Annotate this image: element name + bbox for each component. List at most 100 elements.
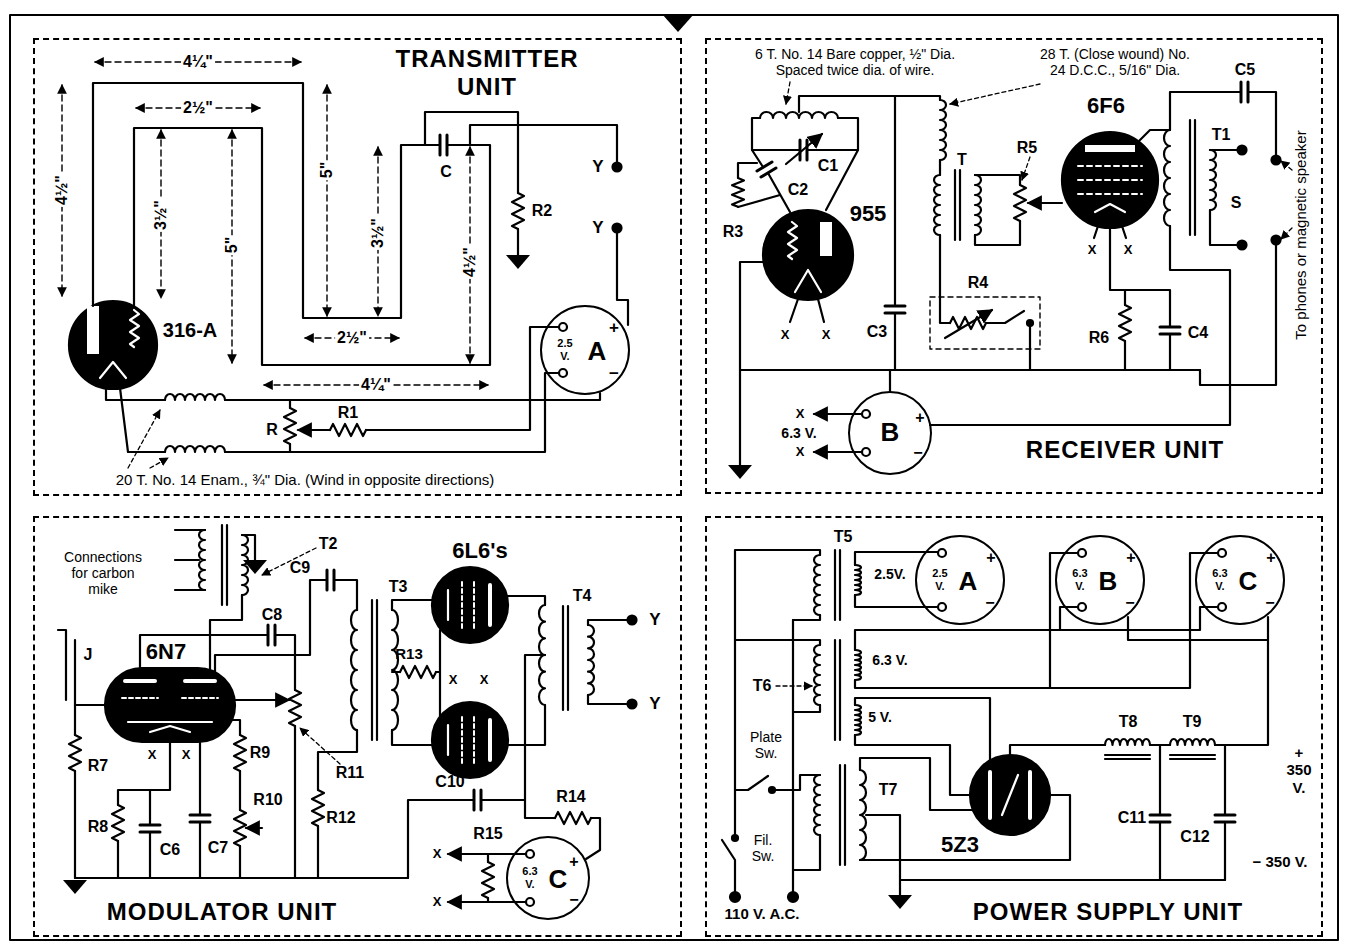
unit-title: RECEIVER UNIT <box>1026 436 1224 464</box>
socket-letter: C <box>1239 567 1258 597</box>
part-label-anchor: R8 <box>88 818 108 836</box>
part-label-anchor: X <box>822 328 831 343</box>
part-label-anchor: R11 <box>336 764 364 782</box>
part-label-anchor: − <box>1125 594 1134 612</box>
part-label-anchor: C9 <box>290 559 310 577</box>
part-label: X <box>796 445 805 460</box>
dimension-label-anchor: 3½" <box>369 216 387 250</box>
tube-socket: 6.3 V.C <box>1195 535 1285 625</box>
unit-title-anchor: RECEIVER UNIT <box>1026 436 1224 464</box>
part-label-anchor: C12 <box>1180 828 1209 846</box>
part-label: R2 <box>532 202 552 220</box>
socket-letter-anchor: A <box>959 567 978 597</box>
part-label: 6.3 V. <box>872 652 907 668</box>
part-label-anchor: + <box>1126 549 1135 567</box>
dimension-label-anchor: 5" <box>223 235 241 255</box>
part-label-anchor: 20 T. No. 14 Enam., ¾" Dia. (Wind in opp… <box>116 471 495 488</box>
part-label-anchor: R12 <box>326 809 355 827</box>
part-label: T4 <box>573 587 592 605</box>
part-label: + <box>986 549 995 567</box>
part-label-anchor: X <box>480 673 489 688</box>
part-label: − 350 V. <box>1253 853 1308 870</box>
dimension-label: 4½" <box>53 173 71 207</box>
part-label-anchor: + <box>609 318 619 338</box>
part-label-anchor: 6.3 V. <box>781 425 816 441</box>
part-label-anchor: C1 <box>818 157 838 175</box>
tube-socket: B <box>848 391 932 475</box>
part-label: + <box>1126 549 1135 567</box>
part-label-anchor: R15 <box>473 825 502 843</box>
unit-title-anchor: POWER SUPPLY UNIT <box>973 898 1243 926</box>
part-label: R12 <box>326 809 355 827</box>
part-label: 110 V. A.C. <box>725 905 800 922</box>
dimension-label-anchor: 2½" <box>181 99 215 117</box>
part-label-anchor: X <box>781 328 790 343</box>
part-label: − <box>1265 594 1274 612</box>
part-label-anchor: C10 <box>435 773 464 791</box>
part-label: 2.5V. <box>874 566 905 582</box>
socket-voltage-anchor: 2.5 V. <box>553 337 577 362</box>
part-label: 6F6 <box>1087 93 1125 118</box>
part-label-anchor: C4 <box>1188 324 1208 342</box>
part-label: + <box>1266 549 1275 567</box>
part-label: 6N7 <box>146 639 186 664</box>
part-label-anchor: R7 <box>88 757 108 775</box>
part-label-anchor: − <box>569 891 578 909</box>
part-label: + <box>915 409 924 427</box>
part-label-anchor: C6 <box>160 841 180 859</box>
part-label: Fil. Sw. <box>745 832 781 864</box>
socket-voltage: 2.5 V. <box>928 567 952 592</box>
part-label: T6 <box>753 677 772 695</box>
socket-letter-anchor: B <box>881 418 900 448</box>
dimension-label: 2½" <box>181 99 215 117</box>
part-label-anchor: C8 <box>262 606 282 624</box>
part-label-anchor: R2 <box>532 202 552 220</box>
part-label-anchor: T4 <box>573 587 592 605</box>
socket-voltage-anchor: 6.3 V. <box>518 865 542 890</box>
part-label-anchor: 6F6 <box>1087 93 1125 118</box>
part-label-anchor: − 350 V. <box>1253 853 1308 870</box>
part-label-anchor: S <box>1231 194 1242 212</box>
part-label-anchor: − <box>913 444 922 462</box>
dimension-label-anchor: 4¼" <box>181 53 215 71</box>
part-label-anchor: To phones or magnetic speaker <box>1292 130 1309 339</box>
part-label-anchor: T8 <box>1119 713 1138 731</box>
part-label-anchor: C3 <box>867 323 887 341</box>
part-label: R5 <box>1017 139 1037 157</box>
part-label: 5Z3 <box>941 832 979 857</box>
part-label: X <box>796 407 805 422</box>
part-label-anchor: T <box>957 151 967 169</box>
part-label: Plate Sw. <box>743 729 789 761</box>
part-label: T1 <box>1212 126 1231 144</box>
part-label-anchor: 955 <box>850 201 887 226</box>
part-label: X <box>1124 243 1133 258</box>
part-label: R1 <box>338 404 358 422</box>
dimension-label: 2½" <box>335 329 369 347</box>
dimension-label: 4¼" <box>181 53 215 71</box>
dimension-label: 3½" <box>369 216 387 250</box>
part-label: C2 <box>788 181 808 199</box>
part-label-anchor: C <box>440 163 452 181</box>
unit-panel: POWER SUPPLY UNIT2.5 V.A6.3 V.B6.3 V.C <box>705 516 1323 937</box>
part-label: R14 <box>556 788 585 806</box>
part-label: C12 <box>1180 828 1209 846</box>
tube-socket: 2.5 V. A <box>915 535 1005 625</box>
part-label-anchor: + <box>986 549 995 567</box>
part-label-anchor: X <box>796 445 805 460</box>
part-label-anchor: − <box>985 594 994 612</box>
dimension-label-anchor: 2½" <box>335 329 369 347</box>
unit-title: MODULATOR UNIT <box>107 898 337 926</box>
part-label-anchor: R14 <box>556 788 585 806</box>
part-label: + <box>609 318 619 338</box>
part-label: T3 <box>389 578 408 596</box>
part-label-anchor: T6 <box>753 677 772 695</box>
part-label-anchor: T9 <box>1183 713 1202 731</box>
socket-voltage: 2.5 V. <box>553 337 577 362</box>
unit-title-anchor: MODULATOR UNIT <box>107 898 337 926</box>
part-label-anchor: 28 T. (Close wound) No. 24 D.C.C., 5/16"… <box>1033 46 1198 78</box>
part-label-anchor: 5 V. <box>868 709 892 725</box>
part-label-anchor: 6L6's <box>452 538 507 563</box>
part-label-anchor: + 350 V. <box>1283 744 1315 796</box>
part-label-anchor: X <box>433 895 442 910</box>
part-label-anchor: − <box>609 364 619 384</box>
